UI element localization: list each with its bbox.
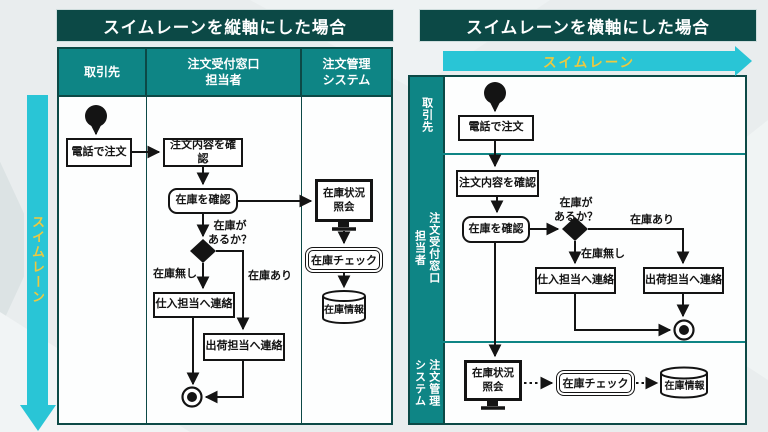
left-lane-header-row: 取引先 注文受付窓口 担当者 注文管理 システム [59,49,391,97]
left-node-phone-order: 電話で注文 [66,138,132,167]
lane-label-client: 取引先 [410,77,445,153]
lane-label-order-system: 注文管理 システム [410,343,445,423]
left-node-check-stock: 在庫を確認 [168,188,238,214]
right-lane-row-client: 取引先 [410,77,745,155]
left-lane-body [59,97,391,423]
left-node-stock-info: 在庫情報 [324,304,364,316]
right-diagram-title: スイムレーンを横軸にした場合 [419,9,757,42]
right-decision-question-label: 在庫が あるか？ [554,197,598,224]
right-node-stock-check-label: 在庫チェック [559,373,632,393]
right-node-inquiry-monitor: 在庫状況 照会 [464,360,522,401]
right-node-stock-check: 在庫チェック [556,370,635,396]
lane-header-client: 取引先 [59,49,147,95]
lane-header-order-desk: 注文受付窓口 担当者 [147,49,302,95]
right-node-check-stock: 在庫を確認 [462,216,530,243]
right-branch-no-stock-label: 在庫無し [581,248,625,260]
left-diagram-title: スイムレーンを縦軸にした場合 [56,9,394,42]
right-node-phone-order: 電話で注文 [458,115,534,141]
right-node-contact-purchase: 仕入担当へ連絡 [535,267,616,294]
right-node-confirm-order: 注文内容を確認 [456,170,539,197]
lane-header-order-system: 注文管理 システム [322,56,371,87]
right-branch-has-stock-label: 在庫あり [630,214,674,226]
left-node-contact-purchase: 仕入担当へ連絡 [153,292,235,318]
left-node-inquiry-monitor: 在庫状況 照会 [315,179,373,222]
left-decision-question-label: 在庫が あるか？ [208,220,252,247]
left-lane-column-client [59,97,147,423]
right-node-contact-ship: 出荷担当へ連絡 [643,267,724,294]
lane-label-order-desk: 注文受付窓口 担当者 [410,155,445,341]
vertical-swimlane-arrow [27,95,48,406]
left-branch-has-stock-label: 在庫あり [248,270,292,282]
left-lane-column-order-desk [147,97,302,423]
horizontal-swimlane-arrowhead-icon [735,46,752,76]
left-branch-no-stock-label: 在庫無し [153,268,197,280]
left-node-confirm-order: 注文内容を確認 [163,138,243,167]
right-lane-row-order-system: 注文管理 システム [410,343,745,423]
left-node-contact-ship: 出荷担当へ連絡 [203,333,285,361]
vertical-swimlane-label: スイムレーン [30,215,45,305]
vertical-swimlane-arrowhead-icon [19,405,56,431]
right-node-stock-info: 在庫情報 [664,380,705,392]
right-lane-row-order-desk: 注文受付窓口 担当者 [410,155,745,343]
horizontal-swimlane-arrow: スイムレーン [443,51,735,71]
left-node-stock-check: 在庫チェック [305,247,383,273]
left-node-stock-check-label: 在庫チェック [308,250,380,270]
